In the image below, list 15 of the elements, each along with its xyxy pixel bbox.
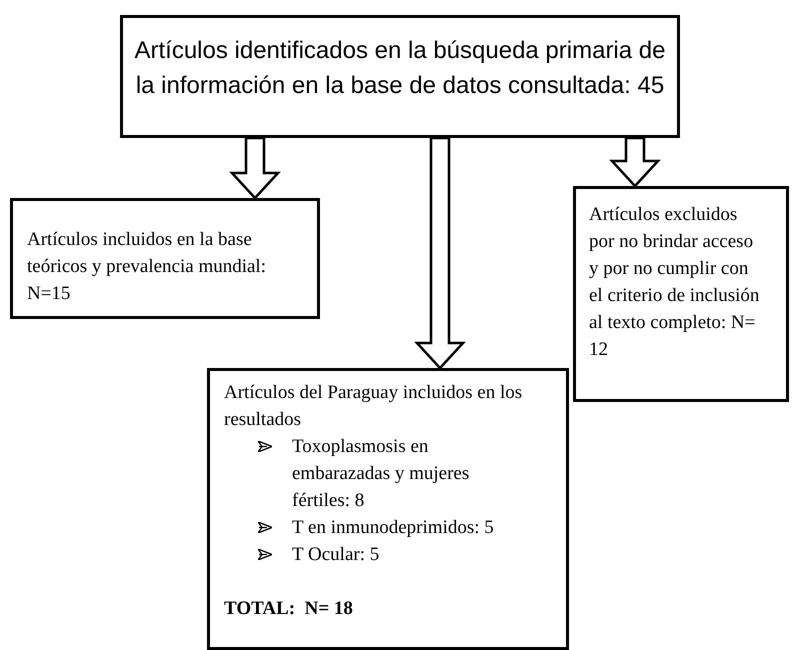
box-text: Artículos incluidos en la base teóricos y prevalencia mundial: N=15 [27, 228, 267, 306]
box-heading: Artículos del Paraguay incluidos en los resultados [224, 381, 524, 432]
block-arrow [229, 136, 281, 200]
box-text: Artículos identificados en la búsqueda primaria de la información en la base de datos consultada: 45 [134, 36, 666, 101]
process-box [573, 186, 789, 402]
process-box [120, 15, 680, 138]
list-item: T Ocular: 5 [292, 543, 380, 567]
box-text: Artículos excluidos por no brindar acceso y por no cumplir con el criterio de inclusión al texto completo: N= 12 [589, 203, 760, 362]
process-box [10, 198, 320, 319]
process-box [207, 368, 569, 650]
block-arrow [609, 136, 661, 188]
list-item: T en inmunodeprimidos: 5 [292, 516, 494, 540]
list-item: Toxoplasmosis en embarazadas y mujeres fértiles: 8 [292, 435, 470, 513]
total-text: TOTAL: N= 18 [224, 597, 354, 621]
block-arrow [414, 136, 466, 370]
